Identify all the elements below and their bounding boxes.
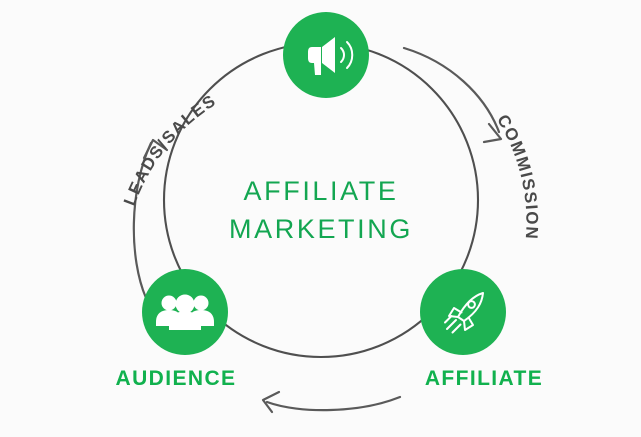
flow-label-leads-sales-text: LEADS/SALES [120,91,220,209]
flow-label-leads-sales: LEADS/SALES [120,91,220,209]
megaphone-icon [308,37,354,75]
flow-arrow-commission [402,46,503,144]
node-audience[interactable] [142,269,228,355]
flow-arrow-leads-sales [132,138,169,300]
flow-arrow-referral [261,390,402,414]
center-title-line1: AFFILIATE [244,176,399,206]
node-label-affiliate: AFFILIATE [425,367,543,390]
flow-label-commission: COMMISSION [493,111,541,240]
node-affiliate[interactable] [420,269,506,355]
node-promoter[interactable] [283,12,369,98]
center-title-line2: MARKETING [229,214,413,244]
people-group-icon [156,294,214,330]
node-label-audience: AUDIENCE [116,367,237,390]
node-affiliate-circle[interactable] [420,269,506,355]
flow-label-commission-text: COMMISSION [493,111,541,240]
center-title: AFFILIATE MARKETING [229,176,413,244]
rocket-icon [444,292,484,334]
